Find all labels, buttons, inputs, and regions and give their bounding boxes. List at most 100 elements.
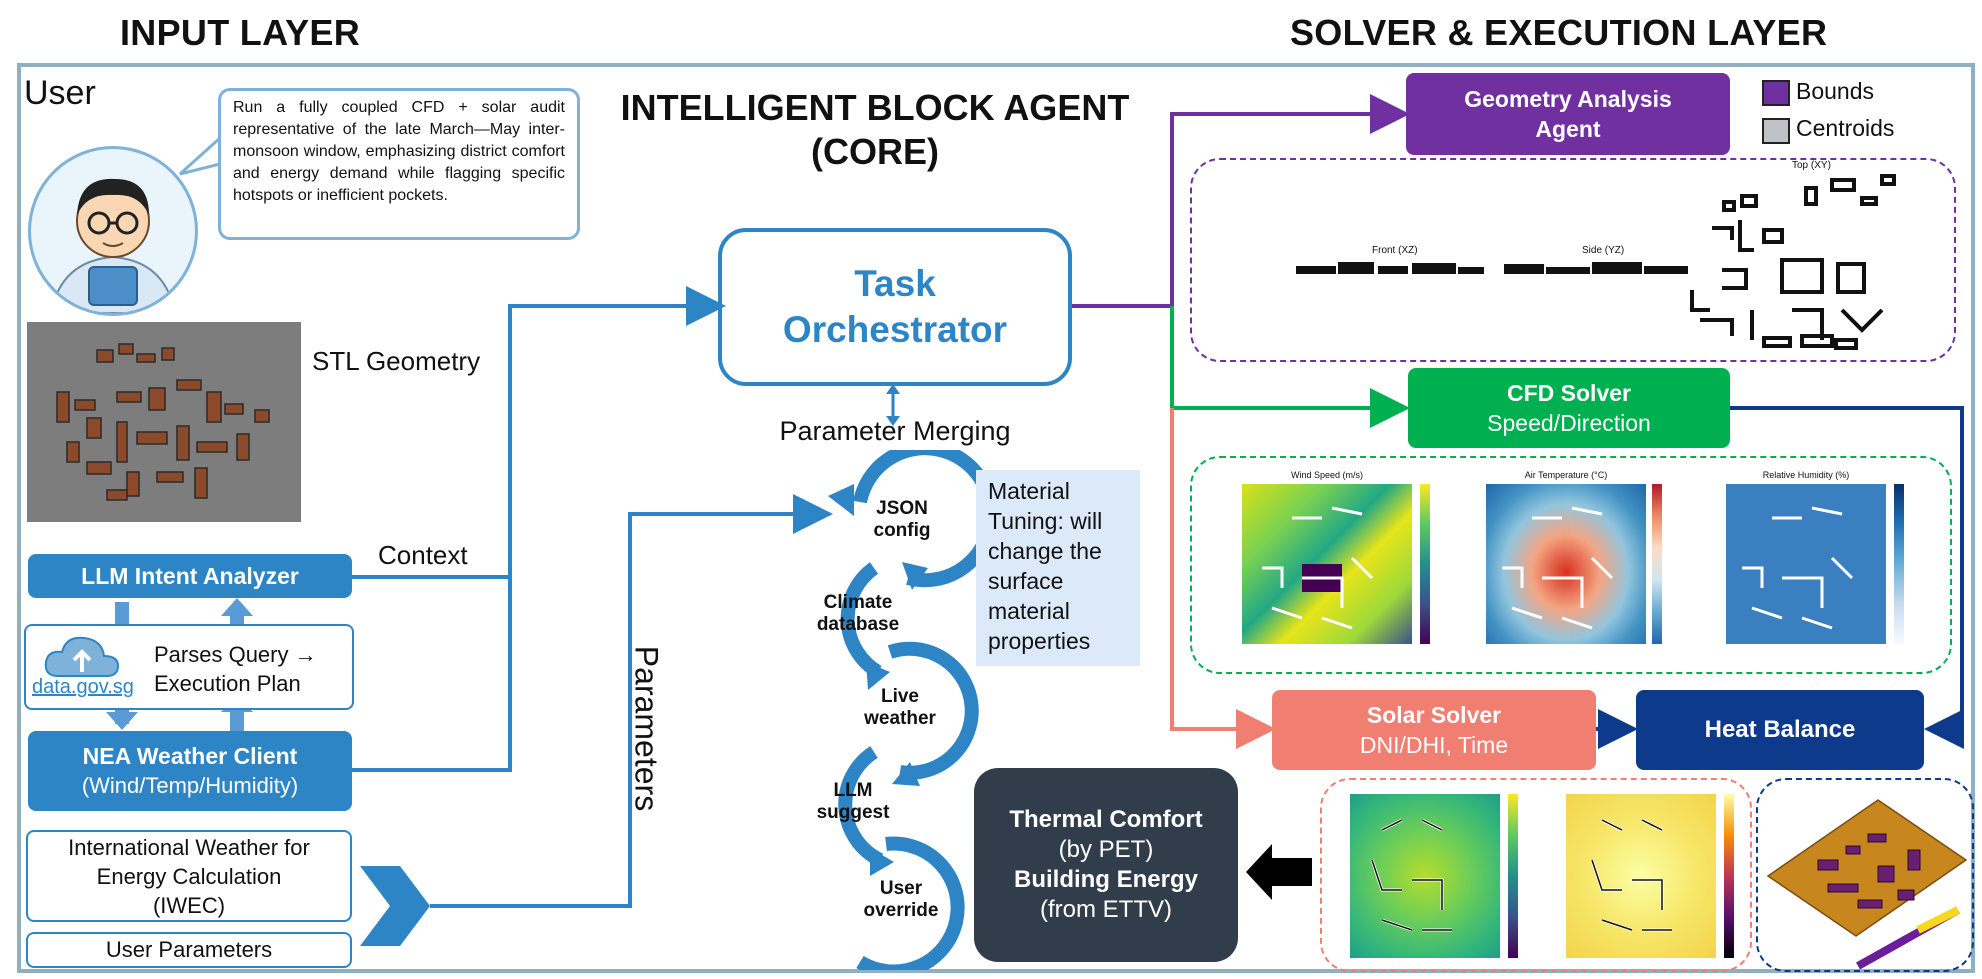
solar-plots-panel xyxy=(1320,778,1752,972)
material-tuning-note: Material Tuning: will change the surface… xyxy=(976,470,1140,666)
cycle-live-weather: Live weather xyxy=(860,678,940,738)
parameters-label-wrap: Parameters xyxy=(606,620,686,830)
nea-weather-client-box[interactable]: NEA Weather Client (Wind/Temp/Humidity) xyxy=(28,731,352,811)
cycle-climate-database: Climate database xyxy=(808,584,908,644)
iwec-line3: (IWEC) xyxy=(152,892,226,918)
speech-tail xyxy=(178,136,222,176)
plot-title: Relative Humidity (%) xyxy=(1762,470,1850,480)
geometry-analysis-agent-box[interactable]: Geometry Analysis Agent xyxy=(1406,73,1730,155)
task-orchestrator-line2: Orchestrator xyxy=(782,309,1008,350)
merging-cycle-arcs xyxy=(828,450,998,970)
cycle-item-label: JSON xyxy=(876,498,928,519)
legend-bounds-swatch xyxy=(1762,80,1790,106)
context-label: Context xyxy=(378,540,468,570)
wind-colorbar xyxy=(1420,484,1430,644)
geometry-views-plot xyxy=(1296,174,1896,350)
task-orchestrator-box[interactable]: Task Orchestrator xyxy=(718,228,1072,386)
cycle-item-label: database xyxy=(816,614,900,635)
iwec-line1: International Weather for xyxy=(68,834,310,860)
user-query-bubble: Run a fully coupled CFD + solar audit re… xyxy=(218,88,580,240)
stl-geometry-image xyxy=(27,322,301,522)
data-gov-box: data.gov.sg Parses Query → Execution Pla… xyxy=(24,624,354,710)
user-avatar-icon xyxy=(49,178,177,313)
nea-weather-subtitle: (Wind/Temp/Humidity) xyxy=(81,773,299,798)
llm-intent-analyzer-label: LLM Intent Analyzer xyxy=(81,562,299,589)
cfd-plots-panel: Wind Speed (m/s) Air Temperature (°C) Re… xyxy=(1190,456,1952,674)
material-note-line: surface xyxy=(988,568,1064,594)
cycle-item-label: override xyxy=(863,900,939,921)
llm-intent-analyzer-box[interactable]: LLM Intent Analyzer xyxy=(28,554,352,598)
geometry-agent-line2: Agent xyxy=(1535,116,1601,142)
solver-layer-header: SOLVER & EXECUTION LAYER xyxy=(1290,12,1828,53)
geometry-agent-line1: Geometry Analysis xyxy=(1464,86,1672,112)
relative-humidity-heatmap xyxy=(1726,484,1886,644)
thermal-comfort-title: Thermal Comfort xyxy=(1009,806,1203,833)
user-parameters-box[interactable]: User Parameters xyxy=(26,932,352,968)
thermal-energy-box[interactable]: Thermal Comfort (by PET) Building Energy… xyxy=(974,768,1238,962)
cycle-user-override: User override xyxy=(856,870,946,930)
solar-solver-box[interactable]: Solar Solver DNI/DHI, Time xyxy=(1272,690,1596,770)
material-note-line: Tuning: will xyxy=(988,508,1103,534)
legend-centroids-swatch xyxy=(1762,118,1790,144)
material-note-line: Material xyxy=(988,478,1070,504)
chevron-right-icon xyxy=(360,866,430,946)
heat-balance-panel xyxy=(1756,778,1974,972)
parameters-label: Parameters xyxy=(628,645,665,812)
geometry-views-panel: Front (XZ) Side (YZ) Top (XY) xyxy=(1190,158,1956,362)
core-header: INTELLIGENT BLOCK AGENT (CORE) xyxy=(590,86,1160,174)
plot-title: Wind Speed (m/s) xyxy=(1290,470,1364,480)
legend-bounds-label: Bounds xyxy=(1796,78,1875,104)
heat-balance-box[interactable]: Heat Balance xyxy=(1636,690,1924,770)
main-frame xyxy=(17,63,1975,973)
nea-weather-title: NEA Weather Client xyxy=(82,743,298,769)
cfd-solver-box[interactable]: CFD Solver Speed/Direction xyxy=(1408,368,1730,448)
input-layer-header: INPUT LAYER xyxy=(120,12,361,53)
cfd-solver-sub: Speed/Direction xyxy=(1487,410,1651,436)
user-label: User xyxy=(24,74,96,112)
heat-balance-title: Heat Balance xyxy=(1704,716,1856,743)
plot-title: Air Temperature (°C) xyxy=(1524,470,1608,480)
user-avatar xyxy=(28,146,198,316)
cycle-item-label: LLM xyxy=(833,780,873,801)
parses-query-text: Parses Query → Execution Plan xyxy=(154,642,317,696)
task-orchestrator-line1: Task xyxy=(854,263,936,304)
cycle-item-label: User xyxy=(879,878,923,899)
legend-centroids-label: Centroids xyxy=(1796,115,1895,141)
material-note-line: change the xyxy=(988,538,1102,564)
stl-geometry-label: STL Geometry xyxy=(312,346,481,376)
solar-colorbar-2 xyxy=(1724,794,1734,958)
material-note-line: material xyxy=(988,598,1070,624)
cycle-item-label: Climate xyxy=(823,592,893,613)
data-gov-link[interactable]: data.gov.sg xyxy=(32,676,134,698)
cycle-item-label: Live xyxy=(880,686,920,707)
cfd-solver-title: CFD Solver xyxy=(1507,380,1631,406)
user-parameters-label: User Parameters xyxy=(105,937,273,962)
iwec-line2: Energy Calculation xyxy=(96,863,282,889)
solar-solver-title: Solar Solver xyxy=(1366,702,1502,728)
solar-solver-sub: DNI/DHI, Time xyxy=(1359,732,1509,758)
cfd-buildings-overlay xyxy=(1262,506,1854,630)
solar-buildings-overlay xyxy=(1370,818,1672,932)
core-header-line1: INTELLIGENT BLOCK AGENT xyxy=(620,87,1130,128)
view-top-label: Top (XY) xyxy=(1792,160,1831,171)
building-energy-title: Building Energy xyxy=(1013,866,1198,893)
view-side-label: Side (YZ) xyxy=(1582,245,1625,256)
cycle-json-config: JSON config xyxy=(862,490,942,550)
air-temperature-heatmap xyxy=(1486,484,1646,644)
wind-speed-heatmap xyxy=(1242,484,1412,644)
cycle-item-label: suggest xyxy=(816,802,890,823)
building-energy-sub: (from ETTV) xyxy=(1040,896,1172,923)
cycle-llm-suggest: LLM suggest xyxy=(808,772,898,832)
cycle-item-label: weather xyxy=(864,708,936,729)
iwec-box: International Weather for Energy Calcula… xyxy=(26,830,352,922)
cloud-upload-icon xyxy=(44,636,120,677)
thermal-comfort-sub: (by PET) xyxy=(1058,836,1154,863)
humidity-colorbar xyxy=(1894,484,1904,644)
material-note-line: properties xyxy=(988,628,1091,654)
temperature-colorbar xyxy=(1652,484,1662,644)
solar-irradiance-map-2 xyxy=(1566,794,1716,958)
parameter-merging-label: Parameter Merging xyxy=(779,416,1011,446)
core-header-line2: (CORE) xyxy=(811,131,939,172)
solar-colorbar-1 xyxy=(1508,794,1518,958)
